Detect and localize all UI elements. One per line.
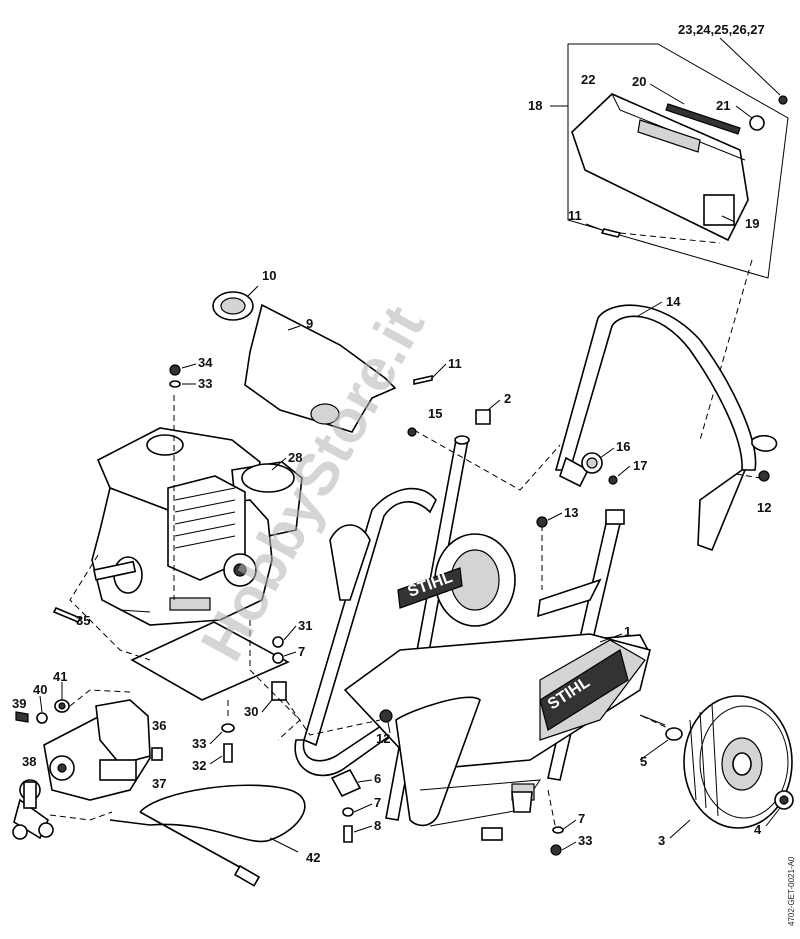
label-13: 13 [564,505,578,520]
label-16: 16 [616,439,630,454]
label-7c: 7 [578,811,585,826]
label-leaders [181,83,781,851]
hose [109,784,306,887]
label-11b: 11 [448,356,462,371]
label-28: 28 [288,450,302,465]
label-36: 36 [152,718,166,733]
label-9: 9 [306,316,313,331]
label-12b: 12 [376,731,390,746]
handle [554,304,778,552]
label-14: 14 [666,294,681,309]
small-parts-frame [330,409,564,856]
label-4: 4 [754,822,762,837]
label-6: 6 [374,771,381,786]
label-15: 15 [428,406,442,421]
mounting-plate [69,364,301,741]
label-7a: 7 [298,644,305,659]
label-33a: 33 [198,376,212,391]
label-35: 35 [76,613,90,628]
label-39: 39 [12,696,26,711]
label-37: 37 [152,776,166,791]
frame: STIHL STIHL [294,435,651,841]
part-labels: 23,24,25,26,27 18 22 20 21 19 11 10 9 34… [12,22,771,865]
shield-part [212,285,433,433]
label-21: 21 [716,98,730,113]
label-22: 22 [581,72,595,87]
label-12a: 12 [757,500,771,515]
label-30: 30 [244,704,258,719]
label-19: 19 [745,216,759,231]
label-38: 38 [22,754,36,769]
label-3: 3 [658,833,665,848]
label-5: 5 [640,754,647,769]
label-32: 32 [192,758,206,773]
wheel [639,695,794,829]
label-40: 40 [33,682,47,697]
label-2: 2 [504,391,511,406]
label-1: 1 [624,624,631,639]
label-11a: 11 [568,208,582,223]
label-41: 41 [53,669,67,684]
label-17: 17 [633,458,647,473]
bolts-center [221,700,235,763]
label-20: 20 [632,74,646,89]
label-23-27: 23,24,25,26,27 [678,22,765,37]
label-33c: 33 [578,833,592,848]
drawing-code: 4702-GET-0021-A0 [787,856,796,926]
label-8: 8 [374,818,381,833]
label-33b: 33 [192,736,206,751]
label-10: 10 [262,268,276,283]
label-18: 18 [528,98,542,113]
cover-assembly [550,37,789,441]
engine [52,427,303,626]
label-34: 34 [198,355,213,370]
label-7b: 7 [374,795,381,810]
label-31: 31 [298,618,312,633]
label-42: 42 [306,850,320,865]
pump-assembly [12,682,163,840]
